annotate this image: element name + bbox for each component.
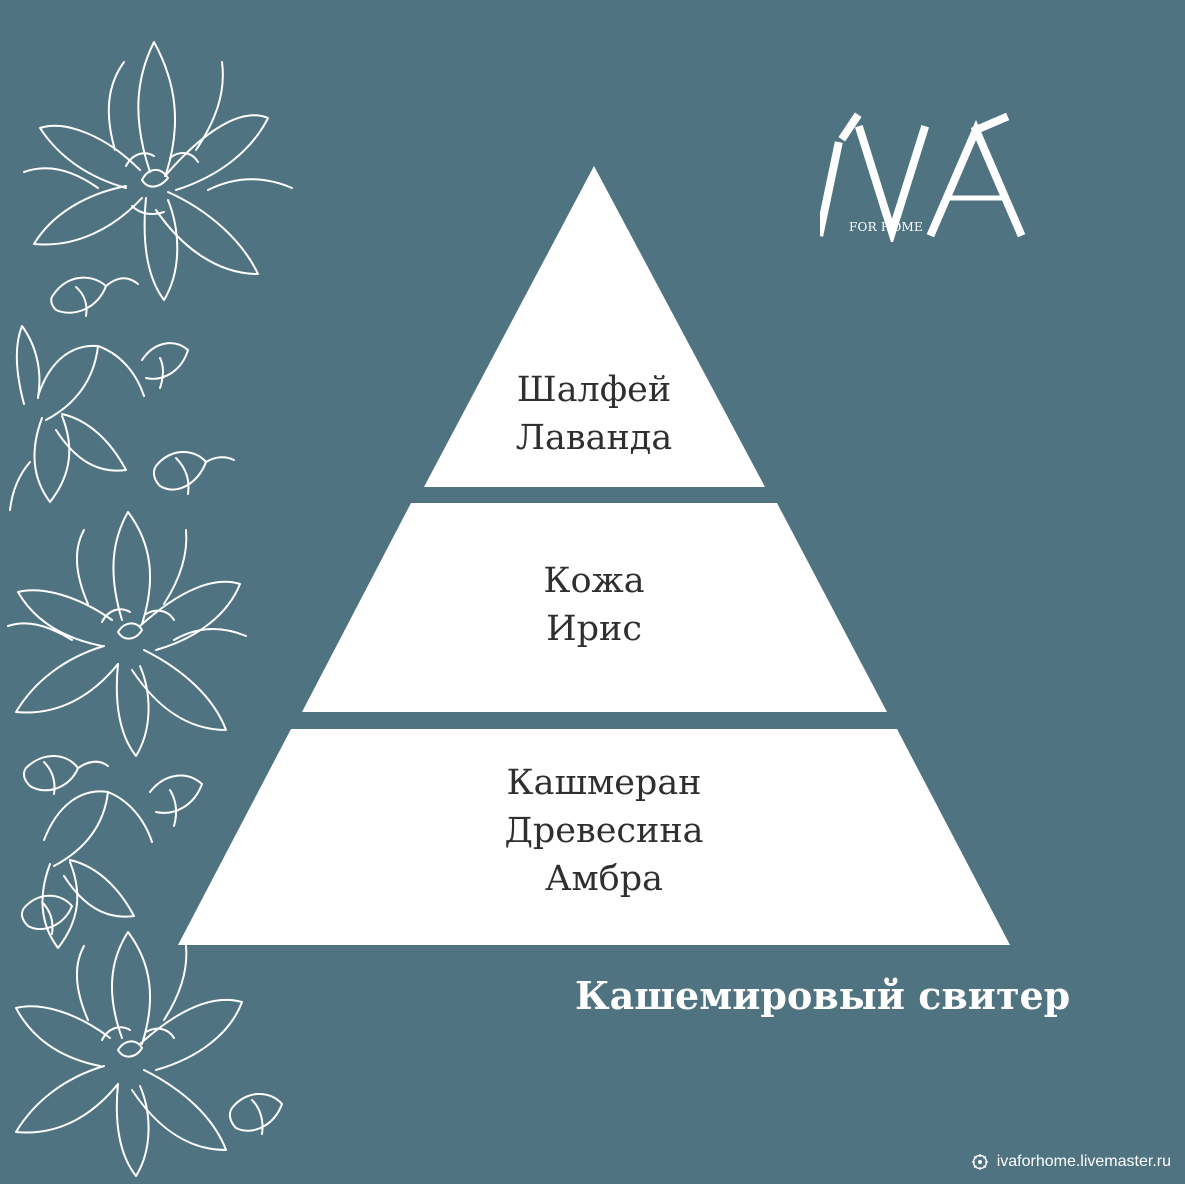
product-title: Кашемировый свитер bbox=[575, 973, 1071, 1018]
site-footer: ivaforhome.livemaster.ru bbox=[971, 1152, 1171, 1172]
logo-subtext: FOR HOME bbox=[849, 220, 923, 234]
brand-logo: FOR HOME bbox=[820, 112, 1060, 242]
middle-note-leather: Кожа bbox=[543, 561, 645, 601]
pyramid-top-tier bbox=[424, 166, 765, 487]
top-note-sage: Шалфей bbox=[516, 370, 672, 410]
base-note-wood: Древесина bbox=[504, 811, 704, 851]
base-note-amber: Амбра bbox=[544, 859, 664, 899]
base-notes: Кашмеран Древесина Амбра bbox=[414, 759, 794, 903]
middle-note-iris: Ирис bbox=[546, 609, 642, 649]
middle-notes: Кожа Ирис bbox=[444, 557, 744, 653]
floral-illustration bbox=[0, 0, 320, 1184]
top-notes: Шалфей Лаванда bbox=[474, 366, 714, 462]
top-note-lavender: Лаванда bbox=[515, 418, 673, 458]
livemaster-icon bbox=[971, 1153, 989, 1171]
site-link[interactable]: ivaforhome.livemaster.ru bbox=[996, 1153, 1171, 1170]
pyramid-middle-tier bbox=[302, 503, 887, 712]
floral-line-art bbox=[7, 41, 293, 1177]
pyramid-bottom-tier bbox=[178, 729, 1010, 945]
base-note-cashmeran: Кашмеран bbox=[506, 763, 702, 803]
logo-mark bbox=[820, 112, 1026, 242]
